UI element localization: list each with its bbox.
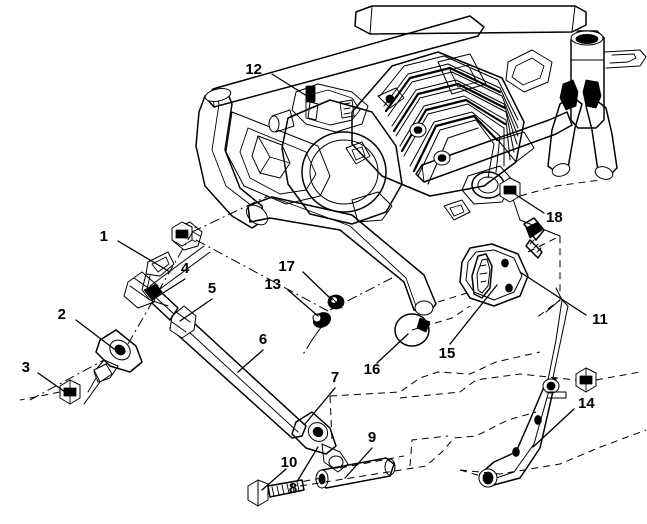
engine-mount-bracket <box>459 243 529 307</box>
leader-16 <box>376 333 409 364</box>
callout-label-3: 3 <box>22 359 30 376</box>
callout-label-14: 14 <box>578 395 595 412</box>
callout-label-8: 8 <box>289 480 297 497</box>
callout-label-1: 1 <box>100 228 108 245</box>
callout-label-6: 6 <box>259 331 267 348</box>
leader-7 <box>304 387 336 425</box>
callout-label-17: 17 <box>278 258 295 275</box>
callout-label-10: 10 <box>281 454 298 471</box>
callout-label-4: 4 <box>181 260 190 277</box>
link-and-fasteners <box>247 457 396 507</box>
leader-1 <box>117 240 171 273</box>
small-fasteners <box>59 177 597 405</box>
leader-2 <box>75 319 119 353</box>
leader-15 <box>449 284 498 345</box>
leader-4 <box>151 278 186 301</box>
cylinder-fins <box>379 55 519 185</box>
callout-label-12: 12 <box>245 61 262 78</box>
leader-18 <box>509 190 545 214</box>
callout-label-2: 2 <box>58 306 66 323</box>
callout-label-11: 11 <box>592 311 608 328</box>
leader-17 <box>302 271 333 301</box>
callout-label-9: 9 <box>368 429 376 446</box>
leader-13 <box>287 289 319 317</box>
leader-6 <box>237 349 264 373</box>
callout-leaders <box>37 73 587 491</box>
chassis-frame <box>205 5 647 183</box>
callout-label-16: 16 <box>364 361 381 378</box>
assembly-guide-lines <box>19 179 647 487</box>
callout-label-7: 7 <box>331 369 339 386</box>
callout-numbers: 1 2 3 4 5 6 7 8 9 10 11 12 13 14 15 16 1… <box>22 61 608 497</box>
leader-10 <box>261 468 287 491</box>
callout-label-18: 18 <box>546 209 563 226</box>
leader-12 <box>271 73 311 99</box>
callout-label-15: 15 <box>439 345 456 362</box>
callout-label-13: 13 <box>264 276 281 293</box>
callout-label-5: 5 <box>208 280 216 297</box>
leader-11 <box>519 271 587 316</box>
leader-3 <box>37 372 69 395</box>
leader-5 <box>179 298 213 322</box>
leader-8 <box>297 446 319 481</box>
leader-14 <box>532 408 575 448</box>
engine-assembly <box>268 51 535 225</box>
support-strap <box>478 287 569 488</box>
leader-9 <box>344 447 373 479</box>
